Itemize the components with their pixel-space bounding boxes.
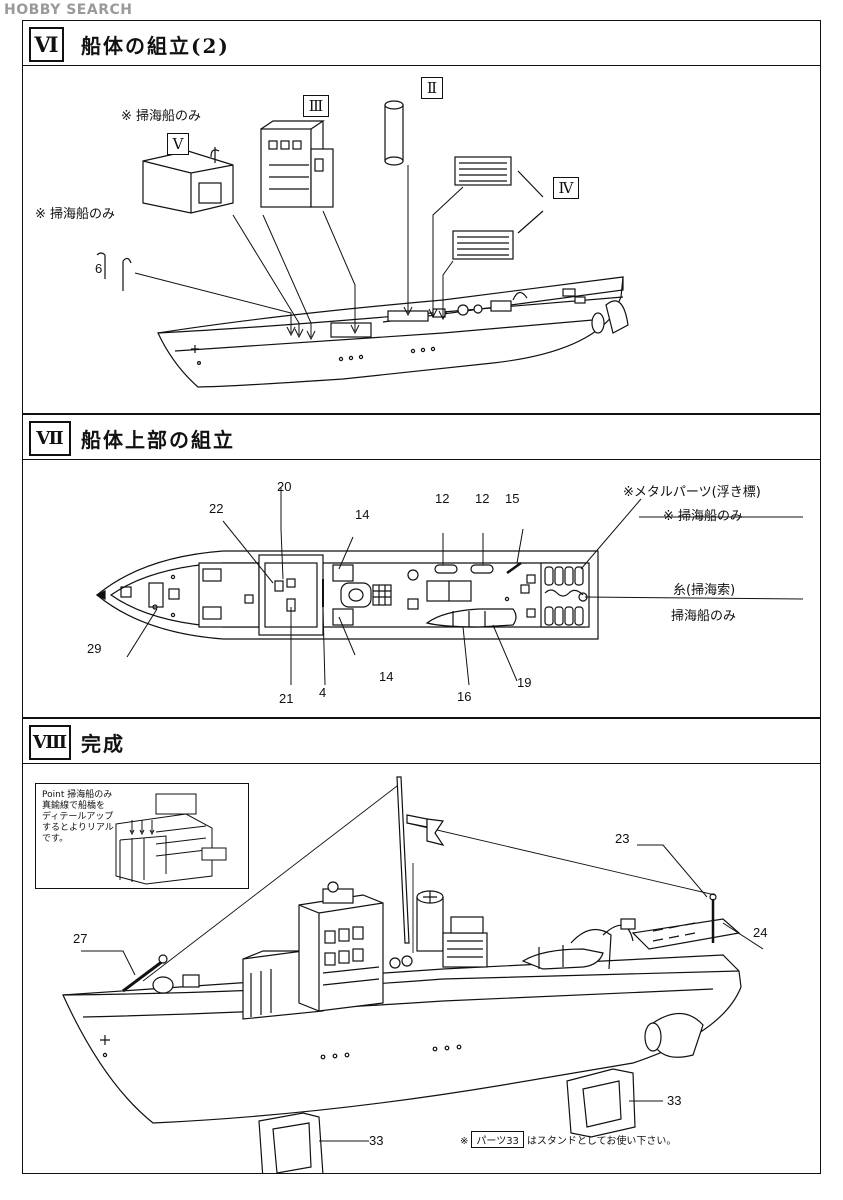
part-number-23: 23 [615,831,630,846]
bow-fittings [122,954,200,994]
part-number-21: 21 [279,691,294,706]
leader-lines [126,487,804,686]
part-number-19: 19 [517,675,532,690]
section-completion: Ⅷ 完成 [22,718,821,1174]
note-minesweeper-only-2: 掃海船のみ [671,609,737,624]
part-number-33-right: 33 [667,1093,682,1108]
subassembly-II-label: Ⅱ [421,77,443,99]
note-minesweeper-only: ※ 掃海船のみ [663,509,744,524]
tip-line: ディテールアップ [42,812,114,822]
section-header: Ⅷ 完成 [23,719,820,764]
part-number-4: 4 [319,685,327,700]
part-number-20: 20 [277,479,292,494]
part-II-funnel [384,100,404,166]
deck-plan [95,550,599,640]
part-6-rods [96,252,132,291]
hull-assembly-drawing [96,100,629,388]
tip-line: するとよりリアル [42,823,114,833]
hull-side-view [157,276,629,388]
part-number-16: 16 [457,689,472,704]
tip-box: Point 掃海船のみ 真鍮線で船橋を ディテールアップ するとよりリアル です… [35,783,249,889]
part-IV-vents [452,156,544,260]
section-numeral: Ⅷ [29,725,71,760]
note-part-box: パーツ33 [471,1131,524,1148]
subassembly-V-label: Ⅴ [167,133,189,155]
part-number-6: 6 [95,261,103,276]
tip-text: Point 掃海船のみ 真鍮線で船橋を ディテールアップ するとよりリアル です… [42,790,114,845]
part-number-12-right: 12 [475,491,490,506]
completed-ship-drawing [62,776,764,1173]
note-prefix: ※ [460,1136,469,1147]
note-metal-parts-floats: ※メタルパーツ(浮き標) [623,485,761,500]
section-header: Ⅶ 船体上部の組立 [23,415,820,460]
section-numeral: Ⅵ [29,27,64,62]
section-title: 船体の組立(2) [81,34,230,58]
mast-and-flag [396,776,445,944]
tip-line: 真鍮線で船橋を [42,801,106,811]
part-number-14-top: 14 [355,507,370,522]
note-suffix: はスタンドとしてお使い下さい。 [526,1136,677,1147]
tip-bridge-detail-drawing [115,793,227,885]
tip-line: Point 掃海船のみ [42,790,113,800]
section-numeral: Ⅶ [29,421,71,456]
note-minesweeper-only-left: ※ 掃海船のみ [35,207,116,222]
superstructure [242,881,741,1020]
part-III-bridge [260,120,334,208]
part-number-14-bottom: 14 [379,669,394,684]
part-number-24: 24 [753,925,768,940]
deck-plan-drawing [95,487,804,686]
part-V-cabin [142,147,234,214]
leader-lines [134,165,464,341]
part-number-27: 27 [73,931,88,946]
part-number-22: 22 [209,501,224,516]
part-number-15: 15 [505,491,520,506]
section-title: 船体上部の組立 [81,428,235,452]
section-upper-hull-assembly: Ⅶ 船体上部の組立 [22,414,821,718]
note-minesweeper-only-top: ※ 掃海船のみ [121,109,202,124]
leader-lines [81,844,764,1142]
section-hull-assembly-2: Ⅵ 船体の組立(2) [22,20,821,414]
rigging-lines [142,782,716,982]
note-thread-sweep-line: 糸(掃海索) [673,583,736,598]
part-number-33-left: 33 [369,1133,384,1148]
tip-line: です。 [42,834,69,844]
part-number-29: 29 [87,641,102,656]
section-header: Ⅵ 船体の組立(2) [23,21,820,66]
watermark-text: HOBBY SEARCH [4,2,133,18]
part-number-12-left: 12 [435,491,450,506]
subassembly-III-label: Ⅲ [303,95,329,117]
subassembly-IV-label: Ⅳ [553,177,579,199]
section-title: 完成 [81,732,125,756]
display-stands [258,1068,636,1173]
